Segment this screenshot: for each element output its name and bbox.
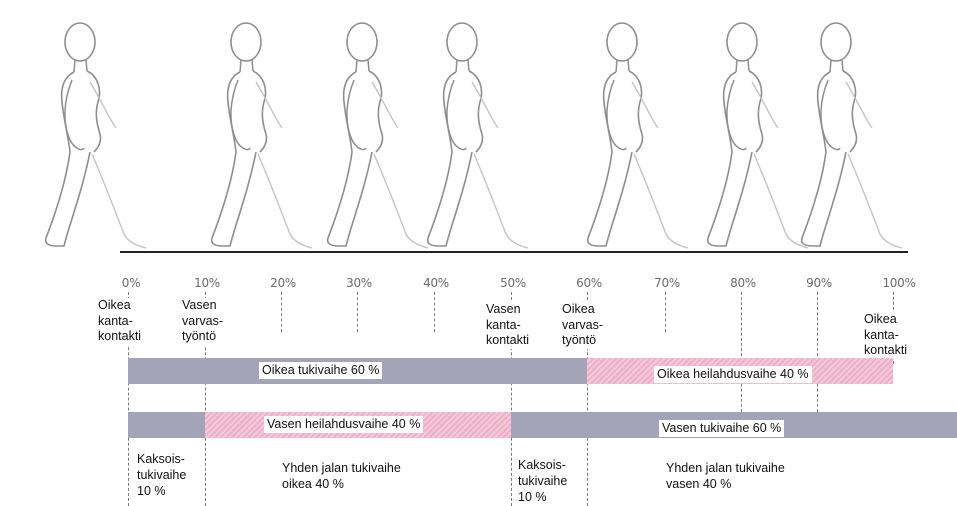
note-double-support-1: Kaksois- tukivaihe 10 % bbox=[137, 451, 186, 499]
tick-80: 80% bbox=[730, 276, 756, 290]
guide-line-90 bbox=[817, 292, 818, 412]
event-left-toe-off: Vasen varvas- työntö bbox=[182, 298, 223, 345]
tick-50: 50% bbox=[500, 276, 526, 290]
bar-left-double-support bbox=[128, 412, 205, 438]
event-right-heel-strike-end: Oikea kanta- kontakti bbox=[864, 312, 907, 359]
label-left-swing: Vasen heilahdusvaihe 40 % bbox=[264, 416, 423, 433]
guide-line-30 bbox=[357, 292, 358, 332]
tick-10: 10% bbox=[194, 276, 220, 290]
label-left-stance: Vasen tukivaihe 60 % bbox=[659, 420, 784, 437]
figure-10-20-percent bbox=[212, 23, 312, 248]
figure-40-50-percent bbox=[428, 23, 528, 248]
guide-line-80 bbox=[741, 292, 742, 412]
tick-70: 70% bbox=[654, 276, 680, 290]
guide-line-20 bbox=[281, 292, 282, 332]
event-right-heel-strike: Oikea kanta- kontakti bbox=[98, 298, 141, 345]
figure-90-100-percent bbox=[802, 23, 902, 248]
figure-30-percent bbox=[328, 23, 428, 248]
guide-line-70 bbox=[665, 292, 666, 332]
tick-20: 20% bbox=[270, 276, 296, 290]
figure-0-percent bbox=[46, 23, 146, 248]
label-right-stance: Oikea tukivaihe 60 % bbox=[259, 362, 382, 379]
tick-30: 30% bbox=[346, 276, 372, 290]
event-right-toe-off: Oikea varvas- työntö bbox=[562, 302, 603, 349]
tick-100: 100% bbox=[882, 276, 915, 290]
event-left-heel-strike: Vasen kanta- kontakti bbox=[486, 302, 529, 349]
tick-0: 0% bbox=[122, 276, 140, 290]
note-single-support-right: Yhden jalan tukivaihe oikea 40 % bbox=[282, 460, 401, 492]
note-double-support-2: Kaksois- tukivaihe 10 % bbox=[518, 457, 567, 505]
tick-60: 60% bbox=[576, 276, 602, 290]
label-right-swing: Oikea heilahdusvaihe 40 % bbox=[654, 366, 812, 383]
tick-40: 40% bbox=[423, 276, 449, 290]
note-single-support-left: Yhden jalan tukivaihe vasen 40 % bbox=[666, 460, 785, 492]
tick-90: 90% bbox=[806, 276, 832, 290]
walking-figures-illustration bbox=[0, 0, 957, 260]
figure-60-percent bbox=[588, 23, 688, 248]
figure-70-80-percent bbox=[708, 23, 808, 248]
guide-line-40 bbox=[434, 292, 435, 332]
